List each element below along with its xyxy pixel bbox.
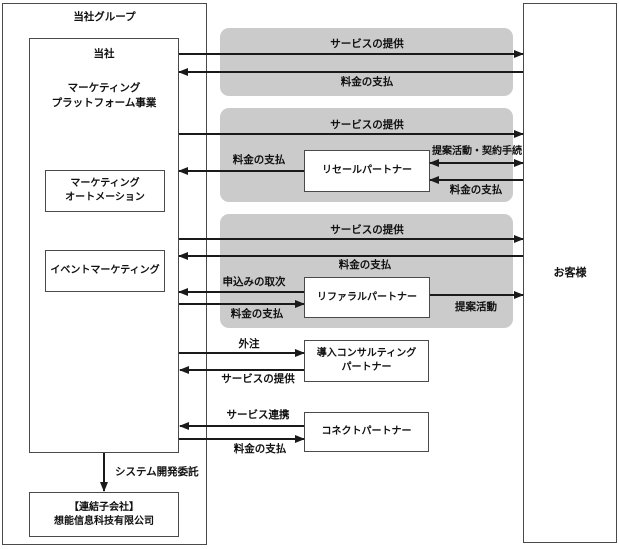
company-business-line2: プラットフォーム事業 [51,97,157,109]
unit-label-line2: オートメーション [65,192,145,203]
customer-box: お客様 [523,3,617,543]
unit-label: イベントマーケティング [50,265,160,276]
partner-label-consulting-line1: 導入コンサルティング [316,348,417,359]
flow-label-service-link: サービス連携 [226,409,290,421]
flow-label-fee-payment-3: 料金の支払 [449,184,503,196]
arrow-fee-payment-direct [179,71,523,73]
flow-label-proposal: 提案活動 [455,301,497,313]
arrow-fee-payment-customer-to-resale [430,179,523,181]
partner-box-referral: リファラルパートナー [304,277,430,318]
company-business-line1: マーケティング [67,82,141,94]
partner-box-resale: リセールパートナー [304,150,430,192]
flow-label-fee-payment-4: 料金の支払 [338,259,392,271]
flow-label-service-provision-4: サービスの提供 [221,373,295,385]
flow-panel-direct [220,28,513,96]
company-label: 当社 [93,48,115,60]
company-business-label: マーケティング プラットフォーム事業 [30,81,178,111]
flow-label-service-provision-1: サービスの提供 [330,38,404,50]
partner-box-consulting: 導入コンサルティング パートナー [304,340,429,382]
arrow-system-development [103,453,105,491]
flow-label-outsourcing: 外注 [238,338,260,350]
subsidiary-label-line2: 想能信息科技有限公司 [54,515,154,527]
unit-box-event-marketing: イベントマーケティング [45,250,165,292]
flow-label-proposal-contract: 提案活動・契約手続 [432,146,522,157]
flow-label-application-referral: 申込みの取次 [222,276,286,288]
flow-label-fee-payment-1: 料金の支払 [340,76,394,88]
arrow-service-link [180,425,304,427]
partner-label-connect: コネクトパートナー [321,426,412,437]
customer-label: お客様 [553,267,587,279]
partner-box-connect: コネクトパートナー [304,412,429,452]
partner-label-referral: リファラルパートナー [317,291,417,303]
flow-label-fee-payment-2: 料金の支払 [232,154,286,166]
arrow-fee-payment-to-connect [179,438,304,440]
arrow-fee-payment-customer-to-company [179,255,523,257]
arrow-service-provision-resale [179,133,523,135]
arrow-service-provision-direct [179,53,523,55]
partner-label-resale: リセールパートナー [322,165,412,176]
unit-box-marketing-automation: マーケティング オートメーション [45,170,165,212]
flow-label-fee-payment-5: 料金の支払 [230,308,284,320]
arrow-proposal-contract-bidirectional [430,162,523,164]
arrow-outsourcing [179,352,304,354]
arrow-proposal-to-customer [430,294,523,296]
subsidiary-label-line1: 【連結子会社】 [69,501,139,513]
arrow-application-referral [179,291,304,293]
company-group-label: 当社グループ [73,11,136,23]
flow-label-service-provision-2: サービスの提供 [330,119,404,131]
arrow-service-provision-referral [179,238,523,240]
unit-label-line1: マーケティング [70,178,140,189]
flow-label-fee-payment-6: 料金の支払 [233,443,287,455]
arrow-service-provision-consulting [180,369,304,371]
flow-label-system-development: システム開発委託 [115,466,199,478]
flow-label-service-provision-3: サービスの提供 [330,224,404,236]
partner-label-consulting-line2: パートナー [341,362,392,373]
subsidiary-box: 【連結子会社】 想能信息科技有限公司 [29,492,179,537]
arrow-fee-payment-to-company-resale [179,170,304,172]
arrow-fee-payment-to-referral [179,303,304,305]
company-box: 当社 マーケティング プラットフォーム事業 [29,38,179,453]
